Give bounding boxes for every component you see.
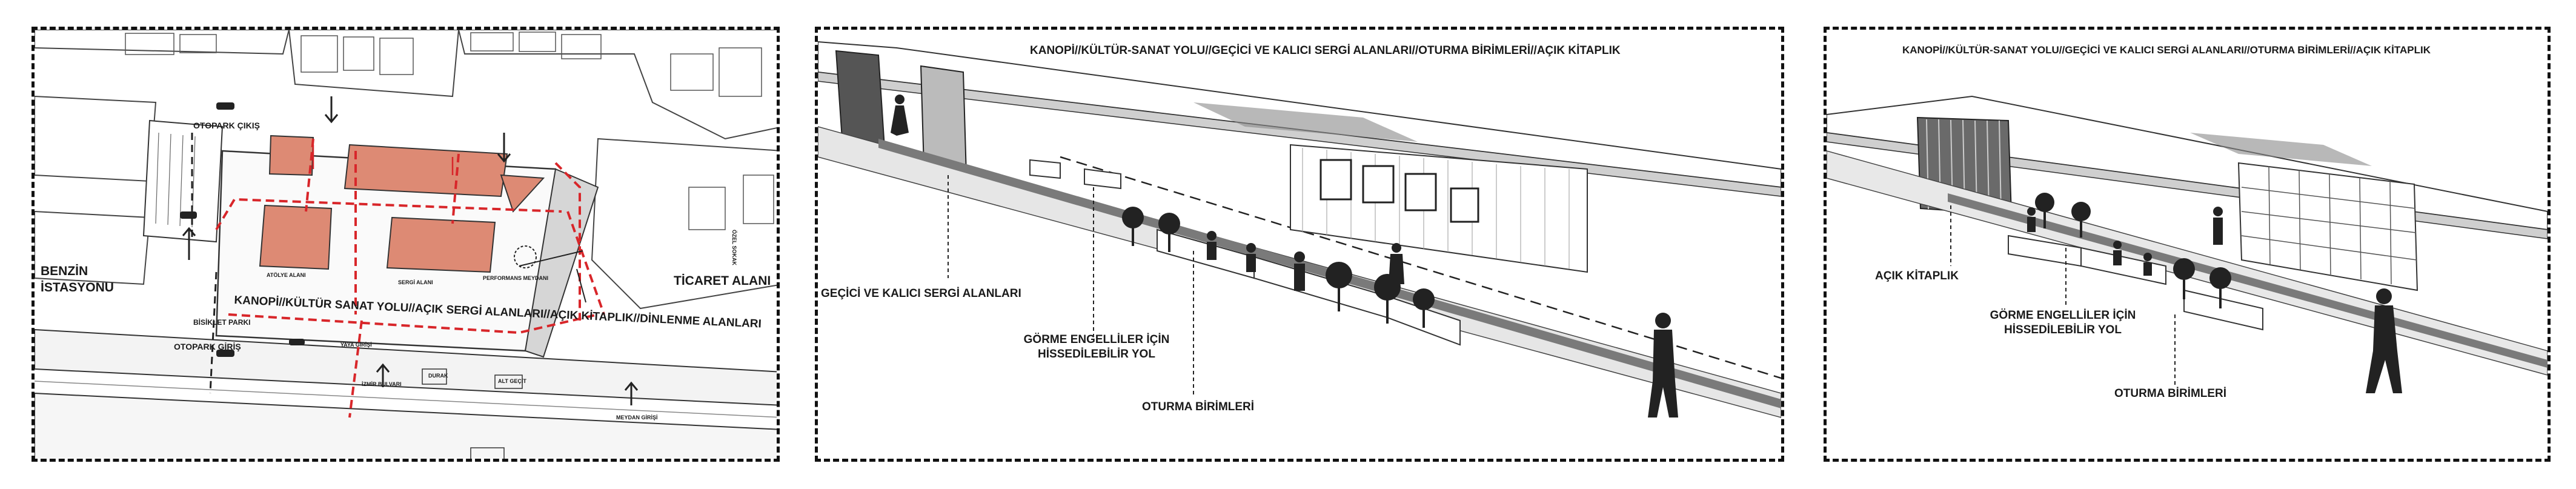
label-acik-kitaplik: AÇIK KİTAPLIK (1875, 270, 1959, 282)
label-izmir-bulvari: İZMİR BULVARI (362, 381, 402, 387)
panel3-title: KANOPİ//KÜLTÜR-SANAT YOLU//GEÇİCİ VE KAL… (1902, 44, 2431, 56)
label-sergi-alani: SERGİ ALANI (398, 279, 433, 285)
label-gorme-line1: GÖRME ENGELLİLER İÇİN (1023, 333, 1170, 346)
label-yaya-girisi: YAYA GİRİŞİ (340, 342, 372, 348)
building-east (386, 216, 496, 273)
label-atolye: ATÖLYE ALANI (267, 272, 306, 278)
label-gecici-sergi: GEÇİCİ VE KALICI SERGİ ALANLARI (821, 287, 1021, 300)
library-drawing (1827, 95, 2548, 393)
building-north-small (268, 135, 314, 176)
canopy-drawing (818, 41, 1781, 418)
label-performans: PERFORMANS MEYDANI (483, 275, 549, 281)
site-plan-panel: OTOPARK ÇIKIŞ OTOPARK GİRİŞ BENZİN İSTAS… (32, 27, 780, 462)
label-otopark-giris: OTOPARK GİRİŞ (174, 342, 241, 351)
library-axonometric-panel: KANOPİ//KÜLTÜR-SANAT YOLU//GEÇİCİ VE KAL… (1824, 27, 2551, 462)
label-gorme-line2: HİSSEDİLEBİLİR YOL (1038, 347, 1155, 361)
label-meydan-girisi: MEYDAN GİRİŞİ (616, 414, 658, 421)
canopy-axonometric-panel: KANOPİ//KÜLTÜR-SANAT YOLU//GEÇİCİ VE KAL… (815, 27, 1784, 462)
label-gorme2-line1: GÖRME ENGELLİLER İÇİN (1990, 309, 2136, 322)
label-oturma: OTURMA BİRİMLERİ (1142, 401, 1255, 413)
label-durak: DURAK (428, 373, 448, 379)
label-alt-gecit: ALT GEÇİT (498, 378, 526, 384)
label-otopark-cikis: OTOPARK ÇIKIŞ (193, 121, 260, 130)
label-oturma-2: OTURMA BİRİMLERİ (2114, 387, 2227, 400)
building-north-long (344, 144, 508, 198)
building-west (259, 204, 333, 270)
label-gorme-engelliler: GÖRME ENGELLİLER İÇİN HİSSEDİLEBİLİR YOL (1000, 333, 1193, 362)
panel2-title: KANOPİ//KÜLTÜR-SANAT YOLU//GEÇİCİ VE KAL… (1030, 44, 1621, 57)
label-benzin: BENZİN İSTASYONU (41, 264, 114, 295)
site-plan-drawing (35, 30, 777, 459)
label-bisiklet: BİSİKLET PARKI (193, 318, 251, 327)
label-gorme-engelliler-2: GÖRME ENGELLİLER İÇİN HİSSEDİLEBİLİR YOL (1972, 308, 2154, 338)
label-ozel-sokak: ÖZEL SOKAK (731, 230, 737, 265)
label-ticaret: TİCARET ALANI (674, 274, 771, 288)
label-gorme2-line2: HİSSEDİLEBİLİR YOL (2004, 323, 2122, 336)
